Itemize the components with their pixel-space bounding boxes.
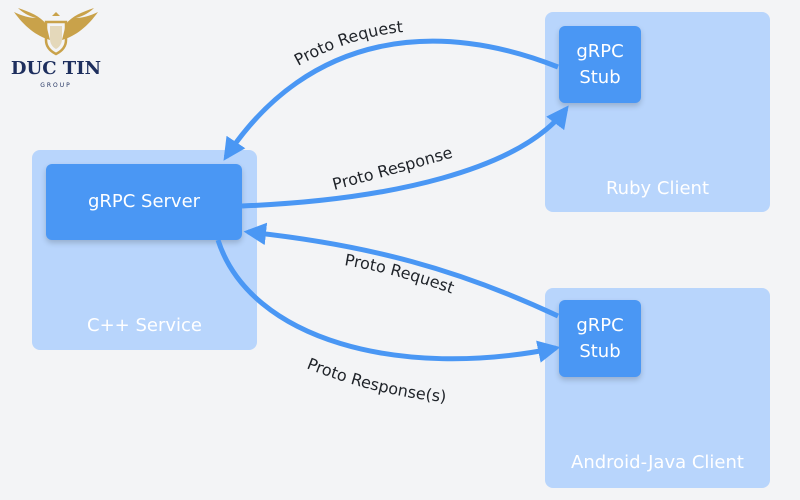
duc-tin-logo: DUC TIN GROUP — [6, 6, 101, 98]
logo-name: DUC TIN — [10, 58, 102, 79]
cpp-service-caption: C++ Service — [87, 315, 202, 336]
label-ruby-response: Proto Response — [330, 143, 454, 194]
label-android-response: Proto Response(s) — [305, 354, 448, 406]
grpc-server-label: gRPC Server — [87, 191, 201, 212]
ruby-stub-line1: gRPC — [576, 40, 624, 62]
logo-subtitle: GROUP — [40, 82, 72, 89]
arrow-android-request — [243, 222, 560, 319]
android-stub-line1: gRPC — [576, 314, 624, 336]
arrow-ruby-request — [223, 38, 559, 161]
android-client-caption: Android-Java Client — [571, 452, 744, 473]
arrow-ruby-response — [241, 105, 569, 209]
ruby-client-caption: Ruby Client — [605, 178, 710, 199]
android-stub-line2: Stub — [579, 340, 621, 362]
arrow-android-response — [215, 239, 561, 363]
ruby-grpc-stub-box: gRPC Stub — [559, 26, 641, 103]
android-grpc-stub-box: gRPC Stub — [559, 300, 641, 377]
ruby-stub-line2: Stub — [579, 66, 621, 88]
grpc-server-box: gRPC Server — [46, 164, 242, 240]
winged-shield-icon — [14, 8, 98, 56]
